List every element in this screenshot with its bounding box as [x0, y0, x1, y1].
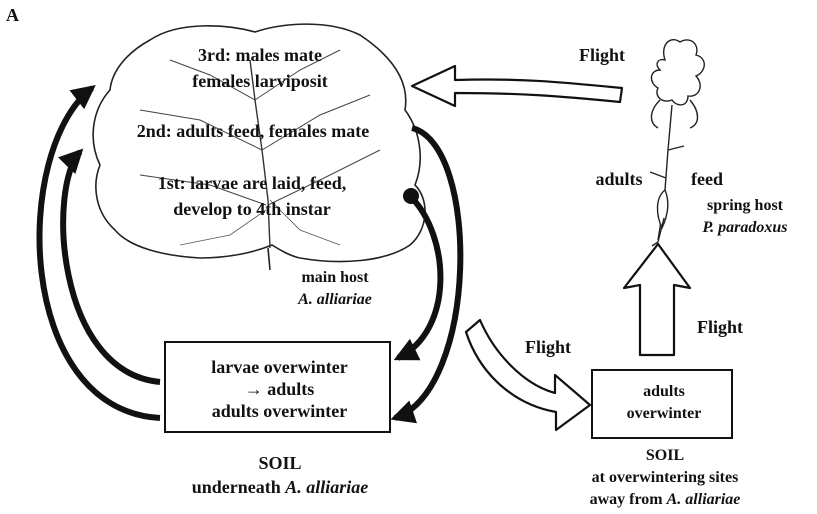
flight-arrow-top [412, 66, 622, 106]
panel-label: A [6, 4, 19, 26]
start-dot [403, 188, 419, 204]
leaf-step1-line2: develop to 4th instar [138, 198, 366, 220]
soil-box-line2: → adults [165, 378, 394, 400]
main-host-label: main host [280, 268, 390, 288]
main-host-species: A. alliariae [280, 290, 390, 310]
soil-box-line3: adults overwinter [165, 400, 394, 422]
soil-under-species: A. alliariae [285, 477, 368, 497]
spring-host-species: P. paradoxus [690, 218, 800, 238]
away-box-line2: overwinter [592, 404, 736, 424]
away-soil-line3: away from A. alliariae [560, 490, 770, 510]
away-soil-species: A. alliariae [667, 491, 741, 508]
leaf-step3-line1: 3rd: males mate [160, 44, 360, 66]
leaf-step3-line2: females larviposit [150, 70, 370, 92]
soil-box-line1: larvae overwinter [165, 356, 394, 378]
soil-under-prefix: underneath [192, 477, 286, 497]
spring-host-feed: feed [682, 168, 732, 190]
soil-under-line1: SOIL [180, 452, 380, 474]
flight-right-label: Flight [680, 316, 760, 338]
soil-under-line2: underneath A. alliariae [150, 476, 410, 498]
away-soil-line1: SOIL [610, 446, 720, 466]
leaf-step2: 2nd: adults feed, females mate [100, 120, 406, 142]
away-soil-line2: at overwintering sites [560, 468, 770, 488]
spring-host-label: spring host [690, 196, 800, 216]
away-soil-prefix: away from [590, 491, 667, 508]
away-box-line1: adults [592, 382, 736, 402]
spring-host-adults: adults [584, 168, 654, 190]
flight-mid-label: Flight [508, 336, 588, 358]
flight-top-label: Flight [562, 44, 642, 66]
flight-arrow-right [624, 244, 690, 355]
leaf-step1-line1: 1st: larvae are laid, feed, [128, 172, 376, 194]
